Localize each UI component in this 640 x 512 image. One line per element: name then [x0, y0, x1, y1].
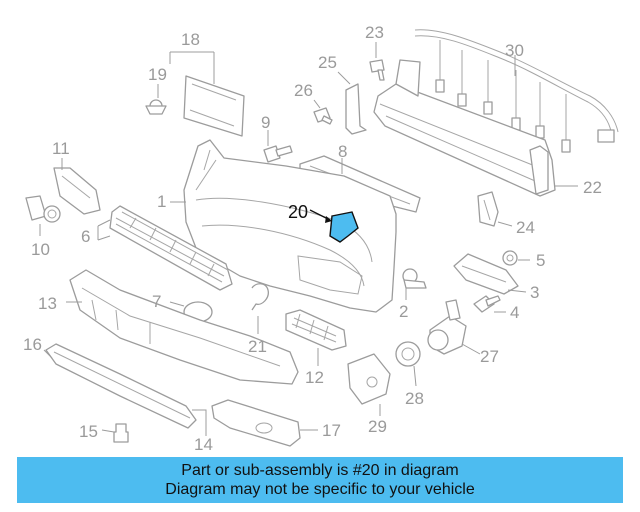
banner-line-2: Diagram may not be specific to your vehi… — [165, 481, 475, 498]
callout-7: 7 — [152, 292, 161, 311]
parts-diagram: 1 2 3 4 5 6 7 8 9 10 11 12 13 14 15 16 1… — [23, 23, 619, 454]
part-26-bolt[interactable] — [313, 99, 333, 125]
part-11-bracket[interactable] — [53, 158, 101, 215]
callout-21: 21 — [248, 337, 267, 356]
callout-19: 19 — [148, 65, 167, 84]
callout-28: 28 — [405, 389, 424, 408]
part-19-clip[interactable] — [145, 84, 167, 115]
part-27-parking-sensor[interactable] — [427, 299, 481, 355]
part-9-bolt[interactable] — [263, 130, 293, 163]
part-5-clip[interactable] — [502, 250, 530, 266]
callout-20: 20 — [288, 202, 308, 222]
callout-26: 26 — [294, 81, 313, 100]
part-24-bracket[interactable] — [477, 191, 513, 227]
part-20-tow-hook-cover[interactable] — [309, 209, 359, 243]
callout-12: 12 — [305, 368, 324, 387]
callout-15: 15 — [79, 422, 98, 441]
callout-29: 29 — [368, 417, 387, 436]
callout-16: 16 — [23, 335, 42, 354]
callout-18: 18 — [181, 30, 200, 49]
callout-9: 9 — [261, 113, 270, 132]
part-6-lower-grille[interactable] — [97, 205, 233, 291]
callout-labels: 1 2 3 4 5 6 7 8 9 10 11 12 13 14 15 16 1… — [23, 23, 602, 454]
part-10-sensor-bracket[interactable] — [25, 195, 61, 236]
part-25-bracket[interactable] — [337, 71, 367, 135]
info-banner: Part or sub-assembly is #20 in diagram D… — [17, 457, 623, 503]
part-2-bolt[interactable] — [402, 268, 427, 300]
banner-line-1: Part or sub-assembly is #20 in diagram — [181, 462, 459, 479]
callout-14: 14 — [194, 435, 213, 454]
callout-11: 11 — [52, 139, 70, 158]
part-14-leader — [192, 409, 207, 436]
callout-13: 13 — [38, 294, 57, 313]
part-22-reinforcement-bar[interactable] — [373, 59, 578, 197]
callout-25: 25 — [318, 53, 337, 72]
part-30-wiring-harness[interactable] — [414, 29, 619, 153]
callout-23: 23 — [365, 23, 384, 42]
part-13-lower-spoiler[interactable] — [66, 269, 299, 385]
callout-22: 22 — [583, 178, 602, 197]
callout-3: 3 — [530, 283, 539, 302]
part-4-bolt[interactable] — [473, 295, 506, 313]
callout-17: 17 — [322, 421, 341, 440]
callout-30: 30 — [505, 41, 524, 60]
part-21-ring-clip[interactable] — [251, 283, 269, 334]
callout-27: 27 — [480, 347, 499, 366]
callout-4: 4 — [510, 303, 519, 322]
callout-2: 2 — [399, 302, 408, 321]
part-18-license-plate-bracket[interactable] — [169, 51, 245, 137]
part-29-fog-bracket[interactable] — [347, 353, 391, 416]
part-20-highlight — [329, 211, 359, 243]
part-23-bolt[interactable] — [369, 42, 385, 81]
part-12-grille-insert[interactable] — [285, 309, 347, 366]
part-28-grommet[interactable] — [395, 341, 421, 387]
callout-1: 1 — [157, 192, 166, 211]
callout-5: 5 — [536, 251, 545, 270]
part-16-trim-strip[interactable] — [43, 343, 197, 429]
callout-8: 8 — [338, 142, 347, 161]
part-15-screw[interactable] — [101, 423, 129, 443]
callout-10: 10 — [31, 240, 50, 259]
part-3-side-bracket[interactable] — [453, 253, 527, 295]
callout-6: 6 — [81, 227, 90, 246]
part-17-fog-lamp-trim[interactable] — [211, 399, 318, 447]
part-1-bumper-cover[interactable] — [170, 139, 397, 313]
callout-24: 24 — [516, 218, 535, 237]
